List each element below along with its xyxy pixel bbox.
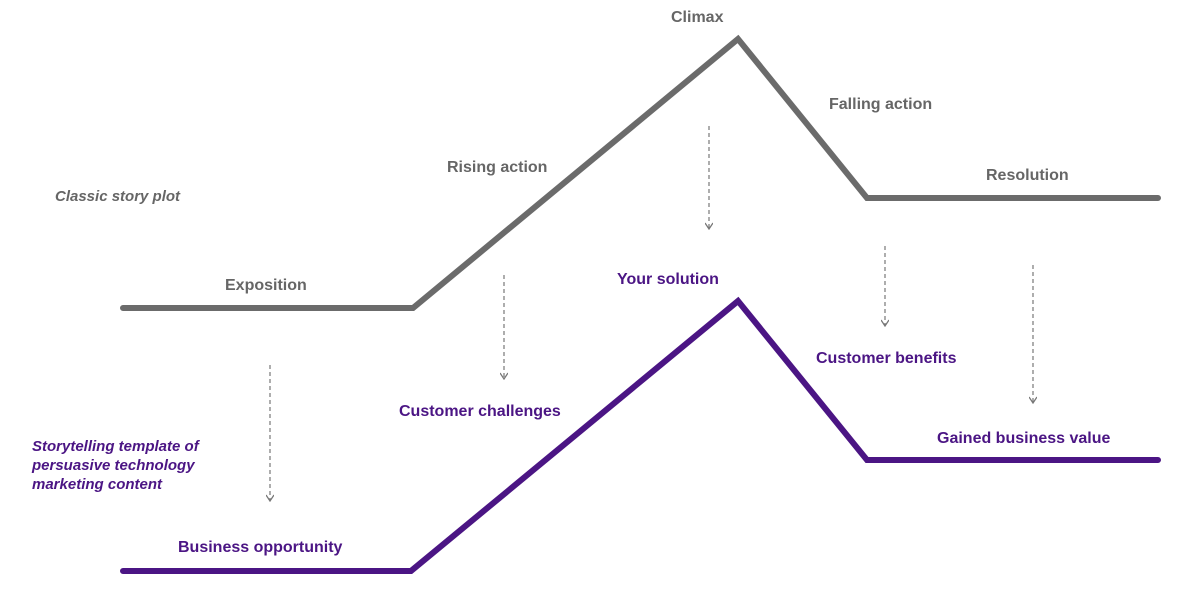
stage-label-your-solution: Your solution [617,271,719,288]
stage-label-gained-business-value: Gained business value [937,430,1111,447]
template-plot-caption: Storytelling template of persuasive tech… [32,438,199,493]
classic-plot-caption: Classic story plot [55,188,181,205]
stage-label-resolution: Resolution [986,167,1069,184]
classic-plot-line [120,34,1161,311]
stage-label-business-opportunity: Business opportunity [178,539,343,556]
template-plot-line [120,296,1161,574]
stage-label-rising-action: Rising action [447,159,548,176]
stage-label-climax: Climax [671,9,724,26]
stage-label-customer-benefits: Customer benefits [816,350,957,367]
stage-label-exposition: Exposition [225,277,307,294]
stage-label-customer-challenges: Customer challenges [399,403,561,420]
stage-label-falling-action: Falling action [829,96,933,113]
